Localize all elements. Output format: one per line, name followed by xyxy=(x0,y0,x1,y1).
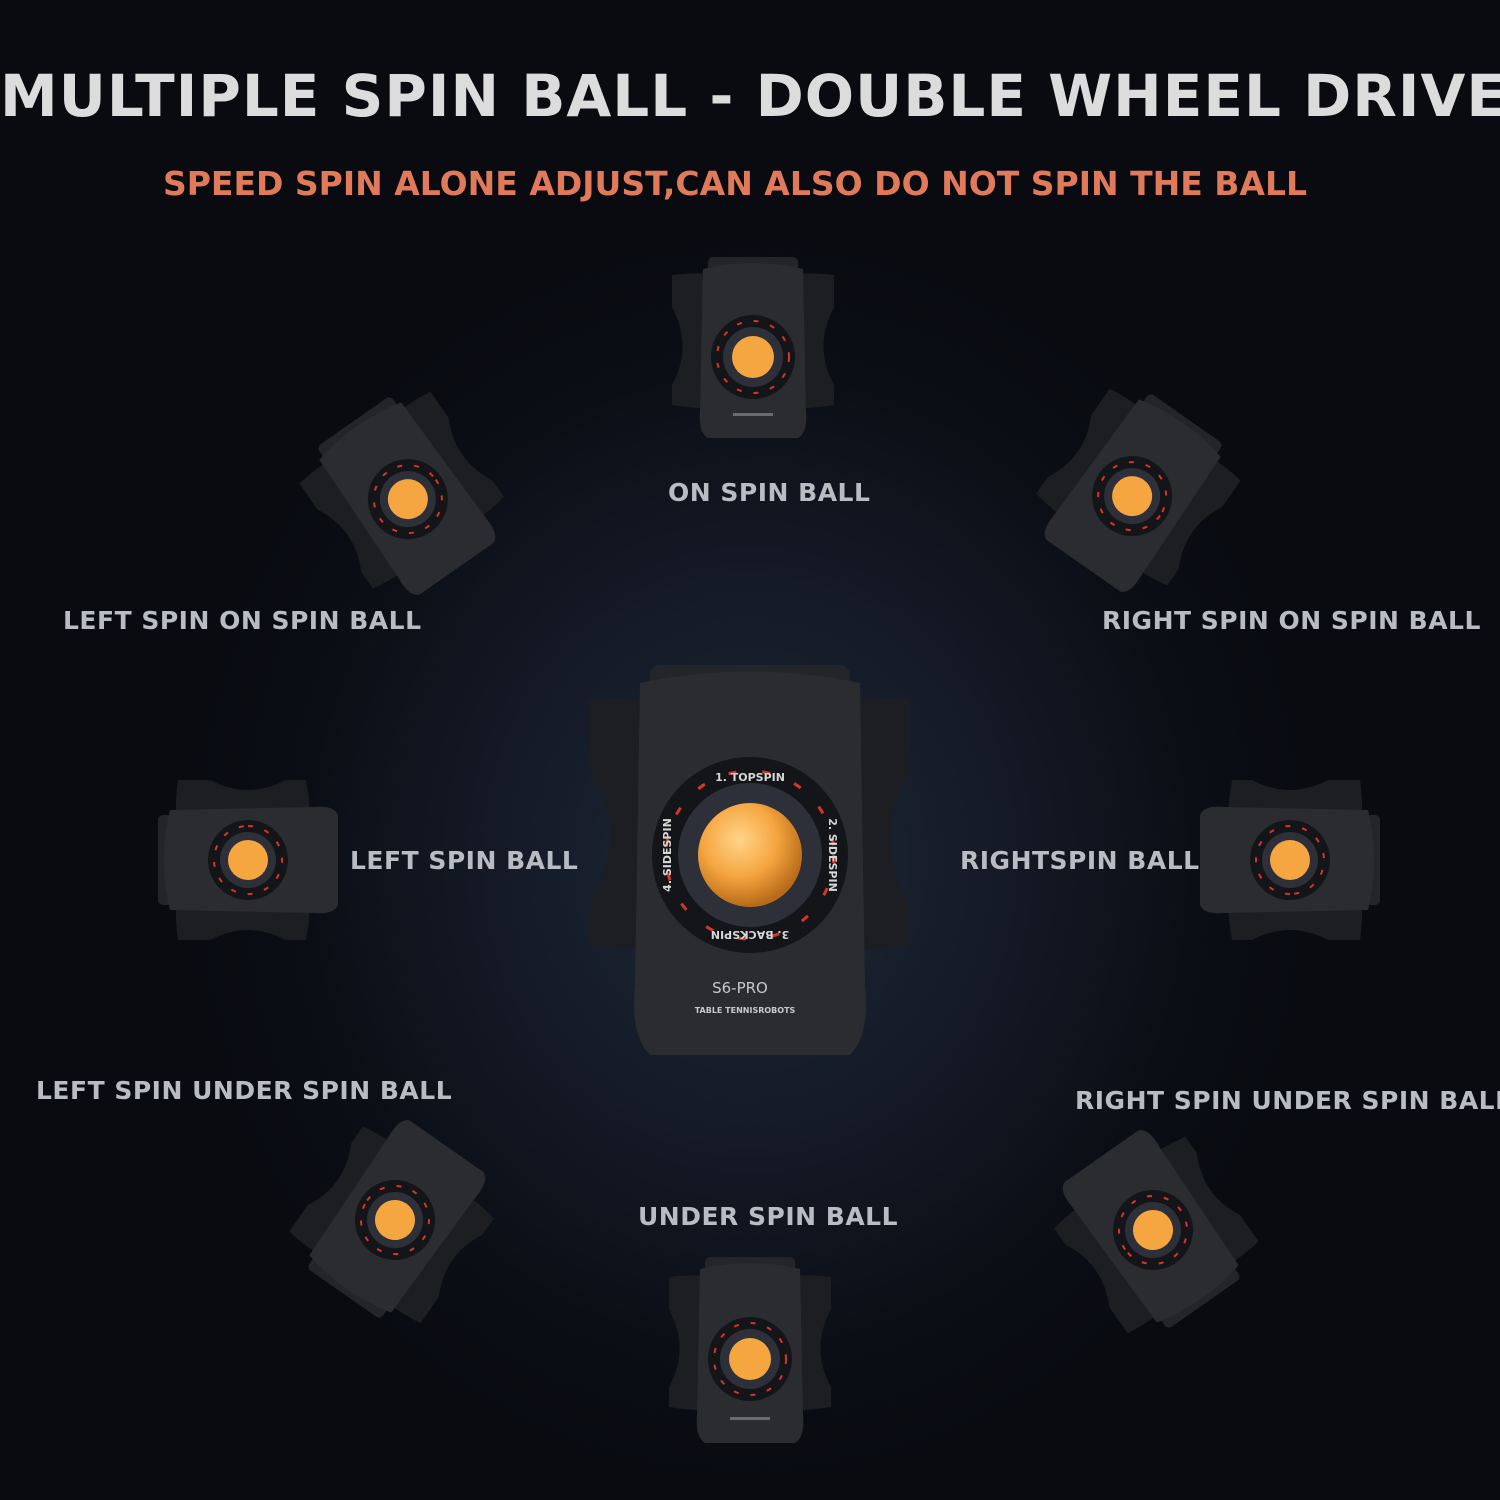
ring-label-left: 4. SIDESPIN xyxy=(661,818,674,892)
label-left-spin: LEFT SPIN BALL xyxy=(350,846,579,875)
label-left-spin-on-spin: LEFT SPIN ON SPIN BALL xyxy=(63,606,422,635)
robot-head-on-spin xyxy=(668,255,838,440)
robot-head-left-spin xyxy=(148,778,348,943)
robot-head-right-spin xyxy=(1190,778,1390,943)
label-under-spin: UNDER SPIN BALL xyxy=(638,1202,899,1231)
brand-label: TABLE TENNISROBOTS xyxy=(695,1006,796,1015)
label-right-spin-on-spin: RIGHT SPIN ON SPIN BALL xyxy=(1102,606,1481,635)
robot-head-under-spin xyxy=(665,1255,835,1445)
label-right-spin: RIGHTSPIN BALL xyxy=(960,846,1200,875)
page-title: MULTIPLE SPIN BALL - DOUBLE WHEEL DRIVE xyxy=(0,62,1500,130)
label-left-spin-under-spin: LEFT SPIN UNDER SPIN BALL xyxy=(36,1076,453,1105)
page-subtitle: SPEED SPIN ALONE ADJUST,CAN ALSO DO NOT … xyxy=(162,164,1308,203)
ring-label-bottom: 3. BACKSPIN xyxy=(711,928,789,941)
robot-head-left-spin-on-spin xyxy=(299,391,505,595)
label-on-spin: ON SPIN BALL xyxy=(668,478,871,507)
robot-head-right-spin-under-spin xyxy=(1048,1130,1259,1334)
label-right-spin-under-spin: RIGHT SPIN UNDER SPIN BALL xyxy=(1075,1086,1500,1115)
model-label: S6-PRO xyxy=(712,979,768,997)
robot-head-left-spin-under-spin xyxy=(289,1120,500,1324)
ring-label-top: 1. TOPSPIN xyxy=(715,771,785,784)
robot-head-right-spin-on-spin xyxy=(1035,388,1241,592)
robot-head-center: 1. TOPSPIN 2. SIDESPIN 3. BACKSPIN 4. SI… xyxy=(580,655,920,1065)
ring-label-right: 2. SIDESPIN xyxy=(826,818,839,892)
